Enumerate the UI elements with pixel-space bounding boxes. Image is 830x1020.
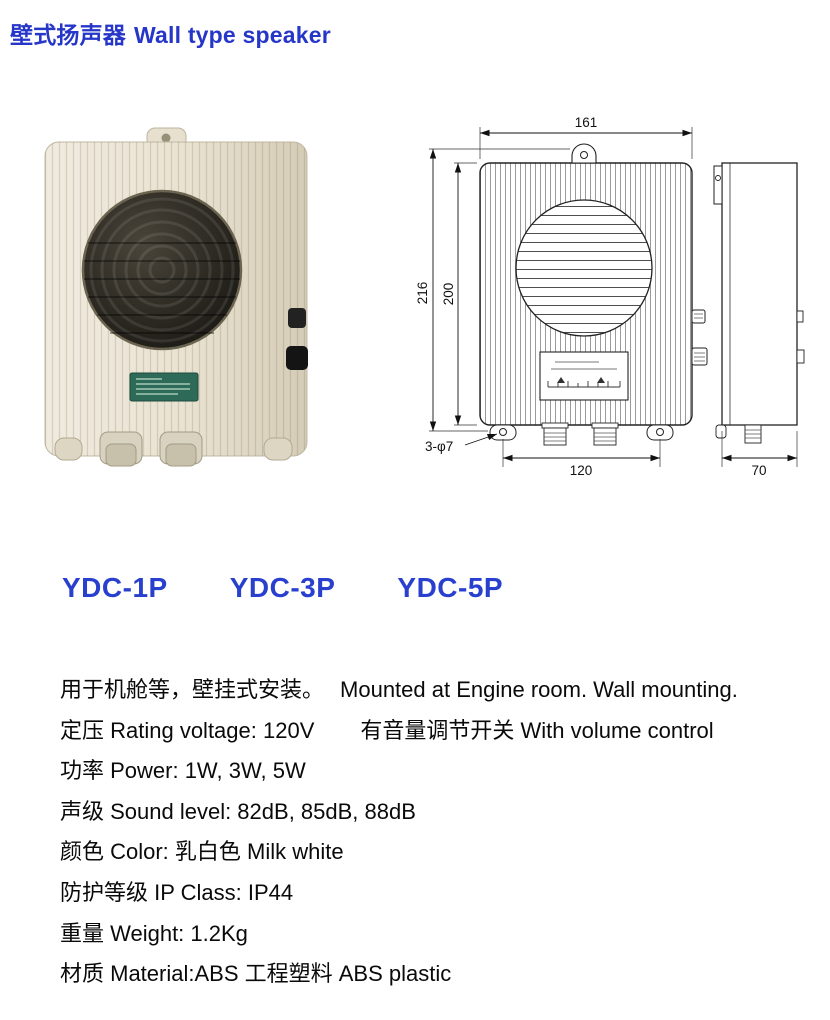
side-top-bracket xyxy=(713,165,723,205)
photo-name-plate xyxy=(129,372,199,402)
photo-cable-gland-right xyxy=(159,431,203,467)
dim-width-top-label: 161 xyxy=(575,115,598,130)
photo-tab-right xyxy=(263,437,293,461)
dimension-width-top: 161 xyxy=(479,115,693,159)
dim-depth-label: 70 xyxy=(751,463,766,478)
dimension-height-inner: 200 xyxy=(441,162,477,426)
spec-weight: 重量 Weight: 1.2Kg xyxy=(60,916,825,957)
speaker-grille xyxy=(81,189,243,351)
spec-ip-class-text: 防护等级 IP Class: IP44 xyxy=(60,879,294,905)
dim-height-inner-label: 200 xyxy=(441,283,456,306)
spec-mounting: 用于机舱等，壁挂式安装。 Mounted at Engine room. Wal… xyxy=(60,672,825,713)
photo-knob-top xyxy=(288,308,306,328)
front-cable-glands xyxy=(541,422,619,446)
spec-color: 颜色 Color: 乳白色 Milk white xyxy=(60,834,825,875)
spec-list: 用于机舱等，壁挂式安装。 Mounted at Engine room. Wal… xyxy=(60,672,825,997)
spec-ip-class: 防护等级 IP Class: IP44 xyxy=(60,875,825,916)
front-grille-circle xyxy=(515,199,653,337)
front-name-plate xyxy=(539,351,629,401)
spec-sound-level: 声级 Sound level: 82dB, 85dB, 88dB xyxy=(60,794,825,835)
dimension-height-outer: 216 xyxy=(415,148,570,432)
spec-color-text: 颜色 Color: 乳白色 Milk white xyxy=(60,839,344,865)
model-ydc-3p: YDC-3P xyxy=(229,572,336,603)
spec-power: 功率 Power: 1W, 3W, 5W xyxy=(60,753,825,794)
page-title-zh: 壁式扬声器 xyxy=(10,22,126,48)
spec-mounting-en: Mounted at Engine room. Wall mounting. xyxy=(340,677,738,702)
model-ydc-1p: YDC-1P xyxy=(62,572,168,603)
holes-callout: 3-φ7 xyxy=(425,433,498,454)
dim-height-outer-label: 216 xyxy=(415,282,430,305)
front-bottom-tabs xyxy=(489,424,674,441)
model-ydc-5p: YDC-5P xyxy=(397,572,504,603)
front-view xyxy=(479,143,708,446)
spec-power-text: 功率 Power: 1W, 3W, 5W xyxy=(60,758,306,784)
holes-note-label: 3-φ7 xyxy=(425,439,453,454)
photo-knob-bottom xyxy=(286,346,308,370)
spec-weight-text: 重量 Weight: 1.2Kg xyxy=(60,920,248,946)
spec-material-text: 材质 Material:ABS 工程塑料 ABS plastic xyxy=(60,961,452,987)
product-photo xyxy=(44,127,308,467)
spec-voltage-text: 定压 Rating voltage: 120V xyxy=(60,717,315,743)
dimension-hole-spacing: 120 xyxy=(502,439,661,478)
page-title: 壁式扬声器 Wall type speaker xyxy=(10,16,331,50)
dim-hole-spacing-label: 120 xyxy=(570,463,593,478)
side-bottom-parts xyxy=(715,424,762,444)
spec-voltage: 定压 Rating voltage: 120V 有音量调节开关 With vol… xyxy=(60,713,825,754)
spec-mounting-zh: 用于机舱等，壁挂式安装。 xyxy=(60,677,325,702)
photo-cable-gland-left xyxy=(99,431,143,467)
model-list: YDC-1P YDC-3P YDC-5P xyxy=(62,572,503,604)
photo-tab-left xyxy=(54,437,83,461)
spec-material: 材质 Material:ABS 工程塑料 ABS plastic xyxy=(60,956,825,997)
dimension-depth: 70 xyxy=(721,431,798,478)
technical-drawing: 161 216 200 120 3-φ7 xyxy=(415,115,805,478)
spec-volume-control-text: 有音量调节开关 With volume control xyxy=(360,717,714,743)
side-knobs xyxy=(796,310,805,364)
spec-sound-level-text: 声级 Sound level: 82dB, 85dB, 88dB xyxy=(60,798,416,824)
volume-scale-markers xyxy=(557,377,605,383)
front-knobs xyxy=(691,309,708,366)
page-title-en: Wall type speaker xyxy=(134,22,331,48)
side-view: 70 xyxy=(713,162,805,478)
front-top-hole xyxy=(580,151,588,159)
